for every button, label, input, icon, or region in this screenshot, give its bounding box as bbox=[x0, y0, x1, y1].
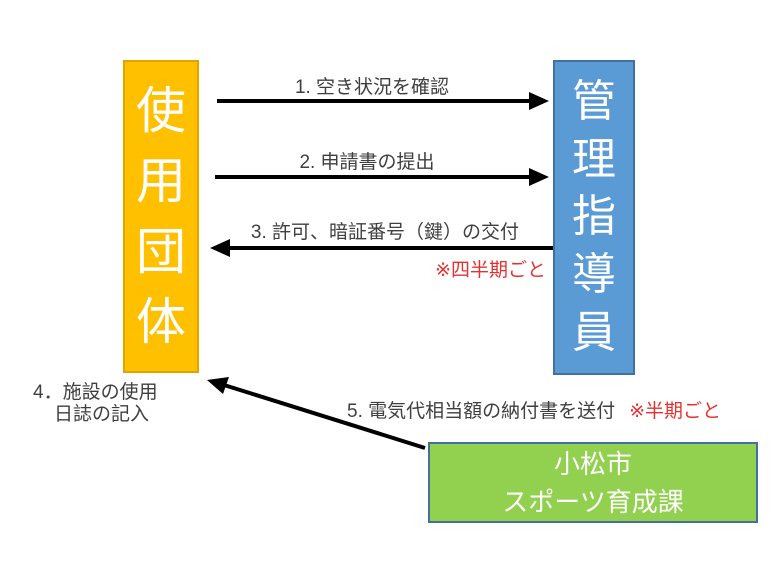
user-group-char: 団 bbox=[136, 223, 186, 280]
step3-note: ※四半期ごと bbox=[435, 260, 546, 281]
manager-char: 理 bbox=[572, 134, 616, 184]
user-group-char: 体 bbox=[136, 293, 186, 350]
manager-char: 導 bbox=[572, 250, 616, 300]
step1-label: 1. 空き状況を確認 bbox=[294, 77, 450, 98]
step5-text: 5. 電気代相当額の納付書を送付 bbox=[347, 401, 616, 422]
manager-char: 管 bbox=[572, 76, 616, 126]
step4-label: 4．施設の使用 日誌の記入 bbox=[33, 382, 158, 426]
user-group-box: 使 用 団 体 bbox=[123, 60, 199, 373]
step4-line1: 4．施設の使用 bbox=[33, 382, 158, 403]
step5-note: ※半期ごと bbox=[629, 401, 722, 422]
manager-char: 員 bbox=[572, 308, 616, 358]
step4-line2: 日誌の記入 bbox=[54, 404, 150, 425]
user-group-char: 使 bbox=[136, 83, 186, 140]
user-group-char: 用 bbox=[136, 153, 186, 210]
city-dept-line2: スポーツ育成課 bbox=[502, 487, 684, 517]
manager-box: 管 理 指 導 員 bbox=[553, 60, 635, 375]
city-dept-line1: 小松市 bbox=[553, 449, 632, 479]
step3-label: 3. 許可、暗証番号（鍵）の交付 bbox=[250, 222, 520, 243]
step5-label: 5. 電気代相当額の納付書を送付 ※半期ごと bbox=[347, 396, 721, 423]
manager-char: 指 bbox=[572, 192, 616, 242]
step2-label: 2. 申請書の提出 bbox=[299, 152, 435, 173]
city-dept-box: 小松市 スポーツ育成課 bbox=[428, 442, 758, 523]
